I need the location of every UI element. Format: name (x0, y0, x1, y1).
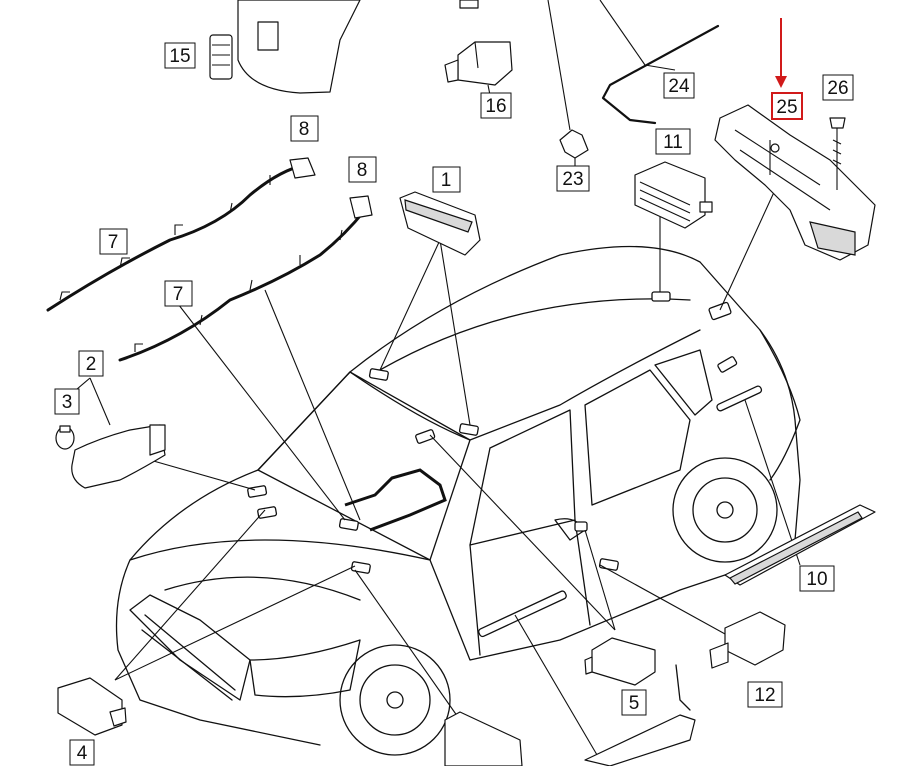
callout-5-text: 5 (629, 693, 640, 714)
callout-10-text: 10 (806, 569, 827, 590)
part-16-sensor-module (444, 41, 513, 96)
part-bottom-module (444, 711, 523, 766)
callout-8b: 8 (348, 156, 377, 183)
callout-3-text: 3 (62, 392, 73, 413)
callout-16: 16 (480, 92, 512, 119)
callout-1: 1 (432, 166, 461, 193)
vehicle-outline (115, 245, 801, 756)
callout-26-text: 26 (827, 78, 848, 99)
callout-26: 26 (822, 74, 854, 101)
callout-25: 25 (771, 92, 803, 120)
part-25-bracket (714, 104, 876, 261)
callout-2-text: 2 (86, 354, 97, 375)
part-12-module (709, 611, 786, 669)
callout-23: 23 (556, 165, 590, 192)
callout-10: 10 (799, 565, 835, 592)
callout-11-text: 11 (663, 132, 683, 153)
callout-5: 5 (621, 689, 647, 716)
callout-23-text: 23 (562, 169, 583, 190)
callout-7b-text: 7 (173, 284, 184, 305)
part-11-grille-module (634, 161, 713, 229)
callout-8a-text: 8 (299, 119, 310, 140)
leader-lines (69, 0, 801, 761)
callout-8b-text: 8 (357, 160, 368, 181)
part-bottom-strip (584, 664, 696, 766)
callout-24-text: 24 (668, 76, 690, 97)
callout-7b: 7 (164, 280, 193, 307)
part-7-8-harness-right (118, 195, 373, 362)
callout-11: 11 (655, 128, 691, 155)
callout-15-text: 15 (169, 46, 190, 67)
part-23-connector (559, 129, 589, 168)
callout-1-text: 1 (441, 170, 452, 191)
callout-12-text: 12 (754, 685, 775, 706)
callout-25-text: 25 (776, 97, 797, 118)
callout-7a: 7 (99, 228, 128, 255)
callout-12: 12 (747, 681, 783, 708)
callout-15: 15 (164, 42, 196, 69)
part-15-overhead-panel (209, 0, 479, 94)
callout-2: 2 (78, 350, 104, 377)
sensor-markers (247, 291, 763, 638)
part-5-module (584, 637, 656, 686)
part-7-8-harness-left (46, 157, 316, 312)
callout-7a-text: 7 (108, 232, 119, 253)
callout-8a: 8 (290, 115, 319, 142)
callout-16-text: 16 (485, 96, 506, 117)
part-3-bulb (55, 425, 75, 450)
callout-24: 24 (663, 72, 695, 99)
part-26-screw (829, 117, 846, 190)
part-4-sensor-block (57, 677, 127, 736)
callout-4: 4 (69, 739, 95, 766)
part-10-sill-strip (724, 504, 876, 586)
part-2-light-housing (71, 424, 166, 489)
part-1-interior-light (399, 191, 481, 256)
part-24-antenna-wire (601, 24, 720, 125)
highlight-arrow (775, 18, 787, 88)
callout-4-text: 4 (77, 743, 88, 764)
callout-3: 3 (54, 388, 80, 415)
